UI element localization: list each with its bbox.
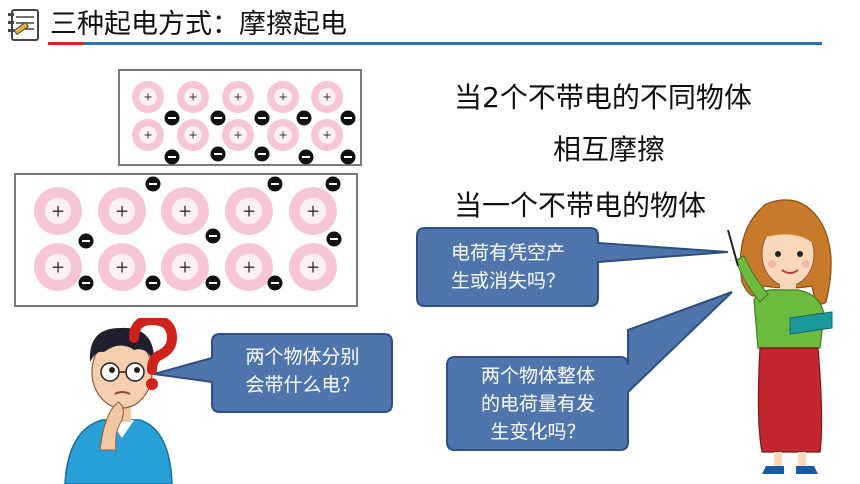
bubble-teacher-2-line-3: 生变化吗？ <box>490 421 586 443</box>
teacher-illustration <box>727 199 833 474</box>
proton-core <box>184 88 202 106</box>
negative-sign <box>209 282 217 284</box>
positive-sign: + <box>242 256 256 276</box>
negative-sign <box>258 117 266 119</box>
proton-core <box>318 126 336 144</box>
proton-core <box>235 197 263 225</box>
positive-sign: + <box>143 91 152 104</box>
positive-sign: + <box>115 200 129 220</box>
negative-sign <box>149 183 157 185</box>
proton-core <box>139 88 157 106</box>
positive-sign: + <box>233 129 242 142</box>
positive-sign: + <box>322 91 331 104</box>
negative-sign <box>82 282 90 284</box>
proton-core <box>229 126 247 144</box>
positive-sign: + <box>178 200 192 220</box>
proton-core <box>274 126 292 144</box>
bubble-teacher-1-line-2: 生或消失吗？ <box>450 270 565 292</box>
text-line-3: 当一个不带电的物体 <box>454 189 707 222</box>
positive-sign: + <box>143 129 152 142</box>
bubble-student-line-2: 会带什么电？ <box>245 374 360 396</box>
positive-sign: + <box>115 256 129 276</box>
negative-sign <box>344 117 352 119</box>
positive-sign: + <box>178 256 192 276</box>
title-underline-accent <box>48 42 84 45</box>
positive-sign: + <box>306 200 320 220</box>
proton-core <box>235 253 263 281</box>
negative-sign <box>168 156 176 158</box>
proton-core <box>139 126 157 144</box>
positive-sign: + <box>278 129 287 142</box>
proton-core <box>44 253 72 281</box>
negative-sign <box>149 282 157 284</box>
title-underline <box>48 42 822 45</box>
proton-core <box>229 88 247 106</box>
negative-sign <box>214 117 222 119</box>
proton-core <box>299 253 327 281</box>
slide-title: 三种起电方式：摩擦起电 <box>50 9 347 40</box>
positive-sign: + <box>242 200 256 220</box>
negative-sign <box>258 153 266 155</box>
negative-sign <box>300 117 308 119</box>
negative-sign <box>214 153 222 155</box>
question-mark-icon <box>129 318 178 390</box>
proton-core <box>274 88 292 106</box>
positive-sign: + <box>278 91 287 104</box>
proton-core <box>44 197 72 225</box>
positive-sign: + <box>51 200 65 220</box>
speech-bubble-teacher-1 <box>416 227 729 307</box>
negative-sign <box>330 238 338 240</box>
bubble-teacher-1-line-1: 电荷有凭空产 <box>450 242 565 264</box>
bubble-student-line-1: 两个物体分别 <box>245 346 360 368</box>
positive-sign: + <box>322 129 331 142</box>
positive-sign: + <box>233 91 242 104</box>
negative-sign <box>329 183 337 185</box>
negative-sign <box>168 117 176 119</box>
negative-sign <box>209 235 217 237</box>
negative-sign <box>271 183 279 185</box>
positive-sign: + <box>306 256 320 276</box>
particle-diagram: + + + + + + + + + + + + + + + + + + + + <box>34 81 356 291</box>
proton-core <box>318 88 336 106</box>
speech-bubble-teacher-2 <box>446 291 733 451</box>
bubble-teacher-2-line-1: 两个物体整体 <box>480 365 595 387</box>
notebook-icon <box>4 4 44 44</box>
proton-core <box>108 197 136 225</box>
positive-sign: + <box>51 256 65 276</box>
bubble-teacher-2-line-2: 的电荷量有发 <box>480 393 595 415</box>
negative-sign <box>82 240 90 242</box>
positive-sign: + <box>188 91 197 104</box>
text-line-2: 相互摩擦 <box>553 133 666 166</box>
positive-sign: + <box>188 129 197 142</box>
proton-core <box>108 253 136 281</box>
proton-core <box>171 197 199 225</box>
text-line-1: 当2个不带电的不同物体 <box>454 81 752 114</box>
proton-core <box>299 197 327 225</box>
negative-sign <box>302 156 310 158</box>
negative-sign <box>271 282 279 284</box>
student-illustration <box>64 327 173 484</box>
proton-core <box>171 253 199 281</box>
speech-bubble-student <box>153 333 393 413</box>
proton-core <box>184 126 202 144</box>
negative-sign <box>344 156 352 158</box>
